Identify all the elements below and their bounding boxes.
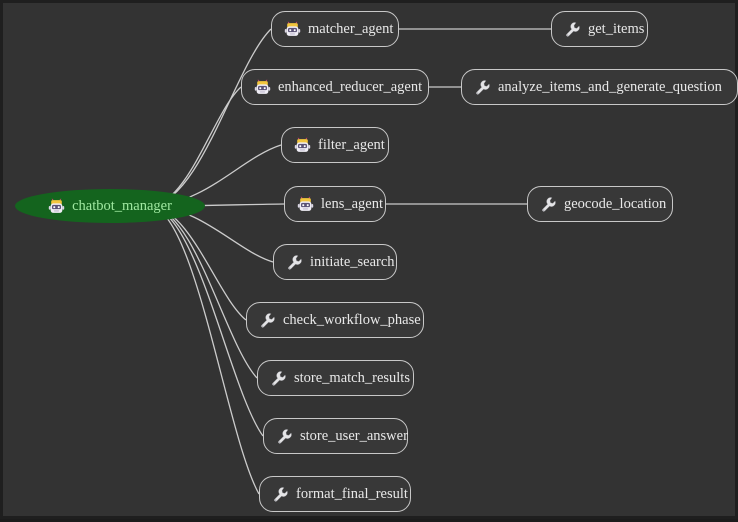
- graph-node-label: check_workflow_phase: [283, 311, 421, 328]
- graph-edge-chatbot_manager-to-check_workflow_phase: [151, 205, 247, 321]
- graph-node-initiate_search[interactable]: initiate_search: [273, 244, 397, 280]
- graph-node-chatbot_manager[interactable]: chatbot_manager: [15, 189, 205, 223]
- graph-node-label: analyze_items_and_generate_question: [498, 78, 722, 95]
- robot-icon: [297, 196, 314, 213]
- graph-node-label: enhanced_reducer_agent: [278, 78, 423, 95]
- graph-edge-chatbot_manager-to-store_match_results: [151, 205, 258, 379]
- graph-node-geocode_location[interactable]: geocode_location: [527, 186, 673, 222]
- graph-node-label: filter_agent: [318, 136, 385, 153]
- graph-node-label: matcher_agent: [308, 20, 394, 37]
- graph-edge-chatbot_manager-to-format_final_result: [151, 205, 260, 495]
- graph-node-matcher_agent[interactable]: matcher_agent: [271, 11, 399, 47]
- wrench-icon: [540, 196, 557, 213]
- graph-node-label: get_items: [588, 20, 645, 37]
- graph-node-label: geocode_location: [564, 195, 667, 212]
- wrench-icon: [276, 428, 293, 445]
- graph-node-analyze_items_and_generate_question[interactable]: analyze_items_and_generate_question: [461, 69, 738, 105]
- graph-node-store_user_answer[interactable]: store_user_answer: [263, 418, 408, 454]
- graph-edge-chatbot_manager-to-matcher_agent: [151, 28, 272, 207]
- graph-node-label: initiate_search: [310, 253, 395, 270]
- wrench-icon: [272, 486, 289, 503]
- wrench-icon: [259, 312, 276, 329]
- graph-node-label: store_user_answer: [300, 427, 408, 444]
- graph-node-label: lens_agent: [321, 195, 384, 212]
- wrench-icon: [564, 21, 581, 38]
- graph-node-check_workflow_phase[interactable]: check_workflow_phase: [246, 302, 424, 338]
- robot-icon: [48, 198, 65, 215]
- graph-node-label: format_final_result: [296, 485, 408, 502]
- wrench-icon: [474, 79, 491, 96]
- wrench-icon: [270, 370, 287, 387]
- graph-node-lens_agent[interactable]: lens_agent: [284, 186, 386, 222]
- agent-graph: chatbot_manager matcher_agent enhanced_red…: [3, 3, 738, 522]
- robot-icon: [284, 21, 301, 38]
- robot-icon: [254, 79, 271, 96]
- graph-edge-chatbot_manager-to-enhanced_reducer_agent: [151, 86, 242, 207]
- graph-node-format_final_result[interactable]: format_final_result: [259, 476, 411, 512]
- graph-node-store_match_results[interactable]: store_match_results: [257, 360, 414, 396]
- graph-node-label: store_match_results: [294, 369, 410, 386]
- robot-icon: [294, 137, 311, 154]
- graph-node-get_items[interactable]: get_items: [551, 11, 648, 47]
- wrench-icon: [286, 254, 303, 271]
- graph-node-enhanced_reducer_agent[interactable]: enhanced_reducer_agent: [241, 69, 429, 105]
- graph-node-filter_agent[interactable]: filter_agent: [281, 127, 389, 163]
- graph-node-label: chatbot_manager: [72, 197, 172, 214]
